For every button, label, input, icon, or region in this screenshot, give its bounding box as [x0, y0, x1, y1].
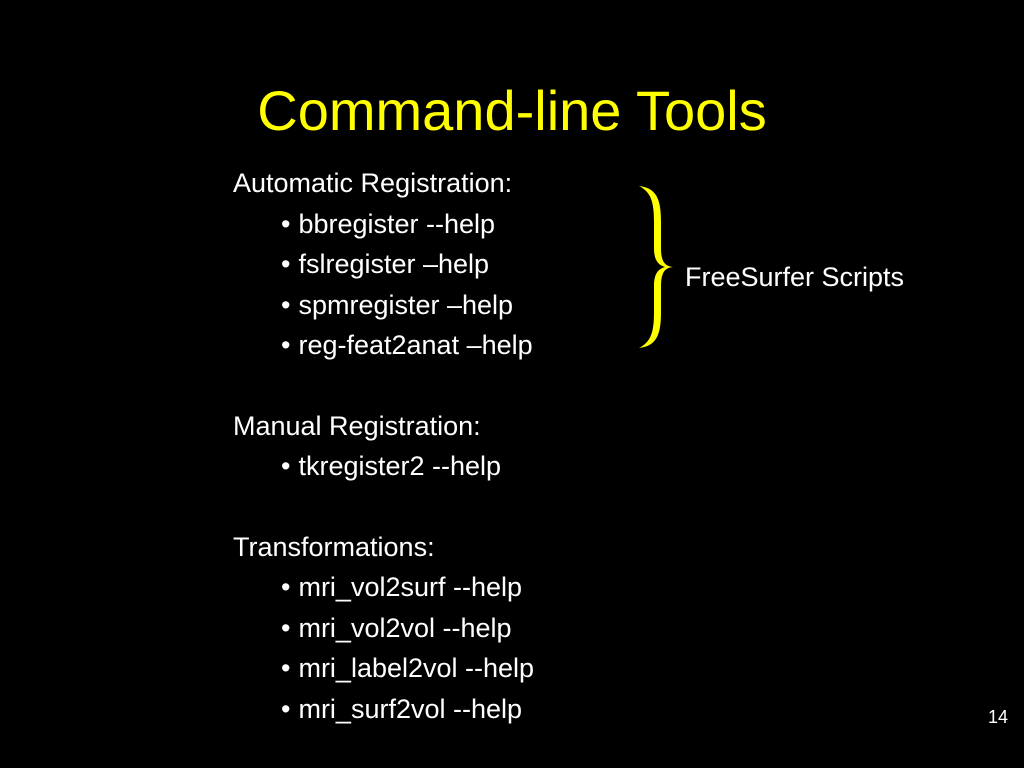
command-text: tkregister2 --help: [298, 451, 502, 481]
section-manual-registration: Manual Registration: •tkregister2 --help: [233, 406, 633, 487]
section-automatic-registration: Automatic Registration: •bbregister --he…: [233, 163, 633, 366]
freesurfer-scripts-label: FreeSurfer Scripts: [685, 262, 905, 292]
list-item: •mri_vol2surf --help: [233, 567, 633, 608]
list-item: •mri_label2vol --help: [233, 648, 633, 689]
command-text: mri_vol2vol --help: [298, 612, 512, 643]
bullet-icon: •: [281, 612, 291, 643]
command-text: spmregister –help: [298, 289, 514, 320]
command-text: mri_label2vol --help: [298, 653, 535, 683]
command-list: •tkregister2 --help: [233, 446, 633, 487]
list-item: •mri_vol2vol --help: [233, 608, 633, 649]
bullet-icon: •: [281, 289, 291, 320]
section-heading: Transformations:: [233, 531, 435, 562]
bullet-icon: •: [281, 653, 291, 683]
list-item: •mri_surf2vol --help: [233, 689, 633, 730]
command-text: reg-feat2anat –help: [298, 330, 533, 360]
command-text: mri_vol2surf --help: [298, 572, 523, 602]
list-item: •tkregister2 --help: [233, 446, 633, 487]
bullet-icon: •: [281, 330, 291, 360]
section-heading: Manual Registration:: [233, 410, 481, 441]
list-item: •spmregister –help: [233, 285, 633, 326]
list-item: •bbregister --help: [233, 204, 633, 245]
right-curly-brace-icon: [639, 186, 673, 348]
command-text: mri_surf2vol --help: [298, 693, 523, 724]
list-item: •reg-feat2anat –help: [233, 325, 633, 366]
bullet-icon: •: [281, 208, 291, 239]
list-item: •fslregister –help: [233, 244, 633, 285]
command-list: •mri_vol2surf --help •mri_vol2vol --help…: [233, 567, 633, 729]
slide-content: Automatic Registration: •bbregister --he…: [233, 163, 633, 729]
command-text: bbregister --help: [298, 208, 496, 239]
command-list: •bbregister --help •fslregister –help •s…: [233, 204, 633, 366]
page-number: 14: [987, 707, 1008, 727]
bullet-icon: •: [281, 693, 291, 724]
slide-title: Command-line Tools: [257, 79, 767, 142]
bullet-icon: •: [281, 451, 291, 481]
command-text: fslregister –help: [298, 249, 490, 279]
bullet-icon: •: [281, 572, 291, 602]
bullet-icon: •: [281, 249, 291, 279]
section-heading: Automatic Registration:: [233, 168, 513, 198]
section-transformations: Transformations: •mri_vol2surf --help •m…: [233, 527, 633, 730]
